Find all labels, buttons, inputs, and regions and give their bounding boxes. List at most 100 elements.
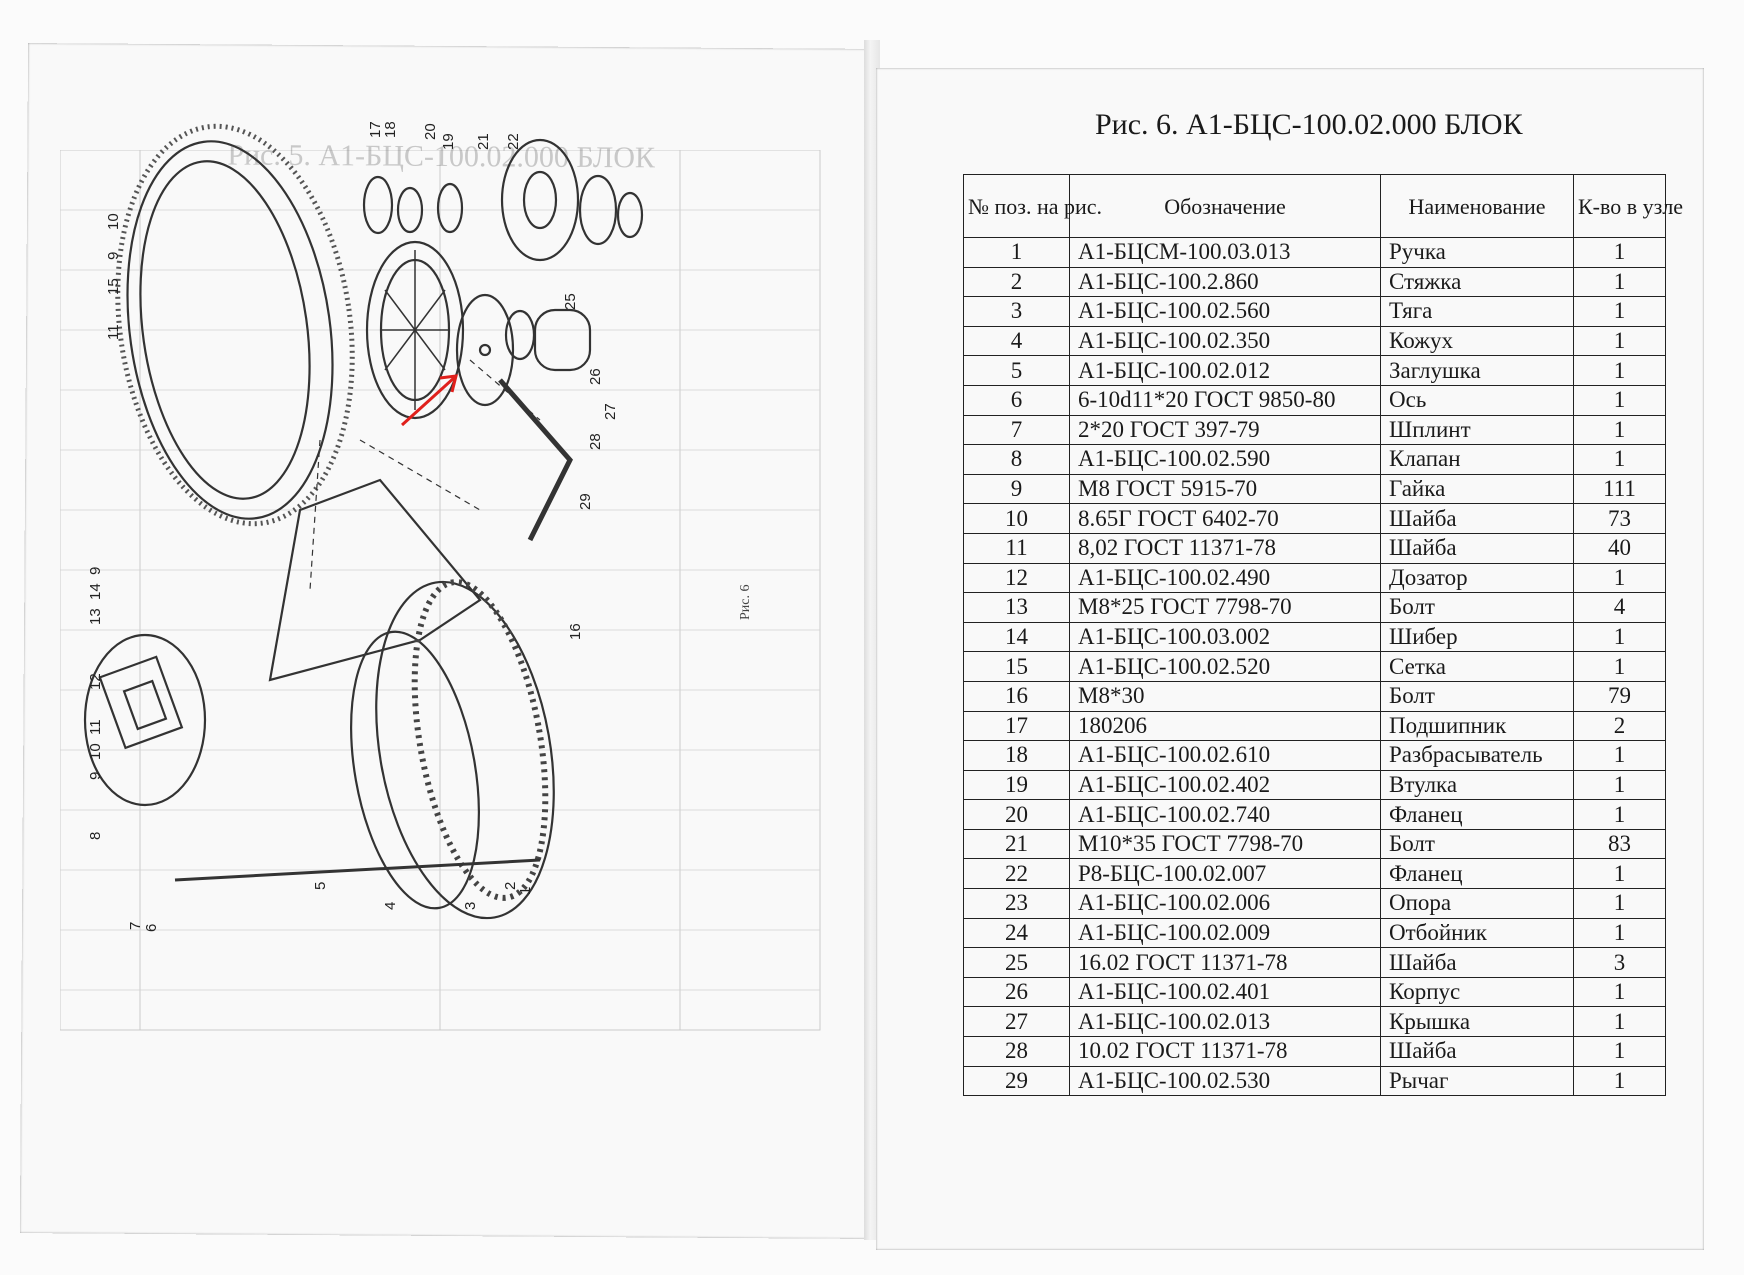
cell-name: Болт — [1380, 592, 1574, 623]
cell-quantity: 1 — [1573, 237, 1666, 268]
cell-name: Фланец — [1380, 858, 1574, 890]
cell-position: 6 — [963, 384, 1070, 416]
cell-designation: А1-БЦС-100.02.402 — [1069, 769, 1381, 801]
svg-text:12: 12 — [87, 673, 104, 690]
cell-name: Заглушка — [1380, 355, 1574, 386]
cell-designation: А1-БЦС-100.03.002 — [1069, 621, 1381, 653]
cell-name: Шайба — [1380, 1036, 1574, 1067]
cell-position: 2 — [963, 266, 1070, 298]
header-designation: Обозначение — [1069, 174, 1381, 238]
cell-position: 15 — [963, 651, 1070, 682]
cell-designation: М8 ГОСТ 5915-70 — [1069, 473, 1381, 505]
cell-designation: 16.02 ГОСТ 11371-78 — [1069, 947, 1381, 978]
cell-name: Опора — [1380, 888, 1574, 919]
cell-name: Разбрасыватель — [1380, 740, 1574, 771]
svg-text:1: 1 — [517, 887, 534, 895]
cell-name: Втулка — [1380, 769, 1574, 801]
table-header-row: № поз. на рис. Обозначение Наименование … — [963, 174, 1683, 238]
cell-position: 27 — [963, 1006, 1070, 1038]
cell-designation: 6-10d11*20 ГОСТ 9850-80 — [1069, 384, 1381, 416]
cell-designation: А1-БЦС-100.02.350 — [1069, 325, 1381, 357]
cell-quantity: 1 — [1573, 562, 1666, 594]
cell-name: Фланец — [1380, 799, 1574, 830]
cell-position: 8 — [963, 444, 1070, 475]
cell-designation: А1-БЦС-100.02.560 — [1069, 296, 1381, 327]
cell-quantity: 1 — [1573, 1065, 1666, 1097]
cell-designation: 10.02 ГОСТ 11371-78 — [1069, 1036, 1381, 1067]
svg-text:13: 13 — [87, 608, 104, 625]
header-name: Наименование — [1380, 174, 1574, 238]
svg-text:2: 2 — [502, 882, 519, 890]
cell-position: 12 — [963, 562, 1070, 594]
cell-designation: А1-БЦС-100.02.401 — [1069, 976, 1381, 1008]
figure-side-caption: Рис. 6 — [738, 584, 753, 621]
cell-quantity: 1 — [1573, 917, 1666, 949]
header-position: № поз. на рис. — [963, 174, 1102, 238]
svg-text:26: 26 — [587, 368, 604, 385]
cell-position: 14 — [963, 621, 1070, 653]
cell-quantity: 1 — [1573, 621, 1666, 653]
svg-text:11: 11 — [105, 324, 122, 340]
cell-designation: 2*20 ГОСТ 397-79 — [1069, 414, 1381, 446]
cell-quantity: 1 — [1573, 976, 1666, 1008]
cell-position: 18 — [963, 740, 1070, 771]
svg-text:17: 17 — [367, 121, 384, 138]
cell-quantity: 1 — [1573, 296, 1666, 327]
svg-text:15: 15 — [105, 278, 122, 295]
cell-designation: А1-БЦС-100.2.860 — [1069, 266, 1381, 298]
cell-position: 7 — [963, 414, 1070, 446]
svg-text:18: 18 — [382, 121, 399, 138]
cell-name: Шибер — [1380, 621, 1574, 653]
cell-quantity: 1 — [1573, 858, 1666, 890]
cell-name: Сетка — [1380, 651, 1574, 682]
cell-name: Отбойник — [1380, 917, 1574, 949]
svg-text:19: 19 — [440, 133, 457, 150]
cell-quantity: 1 — [1573, 444, 1666, 475]
cell-position: 11 — [963, 532, 1070, 564]
svg-text:21: 21 — [475, 133, 492, 150]
cell-position: 26 — [963, 976, 1070, 1008]
cell-name: Корпус — [1380, 976, 1574, 1008]
cell-position: 20 — [963, 799, 1070, 830]
svg-text:11: 11 — [87, 719, 104, 735]
cell-position: 9 — [963, 473, 1070, 505]
cell-quantity: 79 — [1573, 680, 1666, 712]
svg-text:5: 5 — [312, 882, 329, 890]
cell-designation: 8,02 ГОСТ 11371-78 — [1069, 532, 1381, 564]
svg-text:10: 10 — [87, 743, 104, 760]
svg-text:22: 22 — [505, 133, 522, 150]
svg-text:25: 25 — [562, 293, 579, 310]
svg-text:7: 7 — [127, 922, 144, 930]
parts-table: № поз. на рис. Обозначение Наименование … — [963, 174, 1683, 1097]
cell-position: 1 — [963, 237, 1070, 268]
cell-quantity: 111 — [1573, 473, 1666, 505]
svg-text:20: 20 — [422, 123, 439, 140]
cell-name: Болт — [1380, 680, 1574, 712]
cell-designation: М8*30 — [1069, 680, 1381, 712]
cell-quantity: 1 — [1573, 355, 1666, 386]
cell-position: 19 — [963, 769, 1070, 801]
cell-quantity: 3 — [1573, 947, 1666, 978]
cell-designation: М8*25 ГОСТ 7798-70 — [1069, 592, 1381, 623]
cell-designation: А1-БЦС-100.02.610 — [1069, 740, 1381, 771]
cell-quantity: 1 — [1573, 414, 1666, 446]
